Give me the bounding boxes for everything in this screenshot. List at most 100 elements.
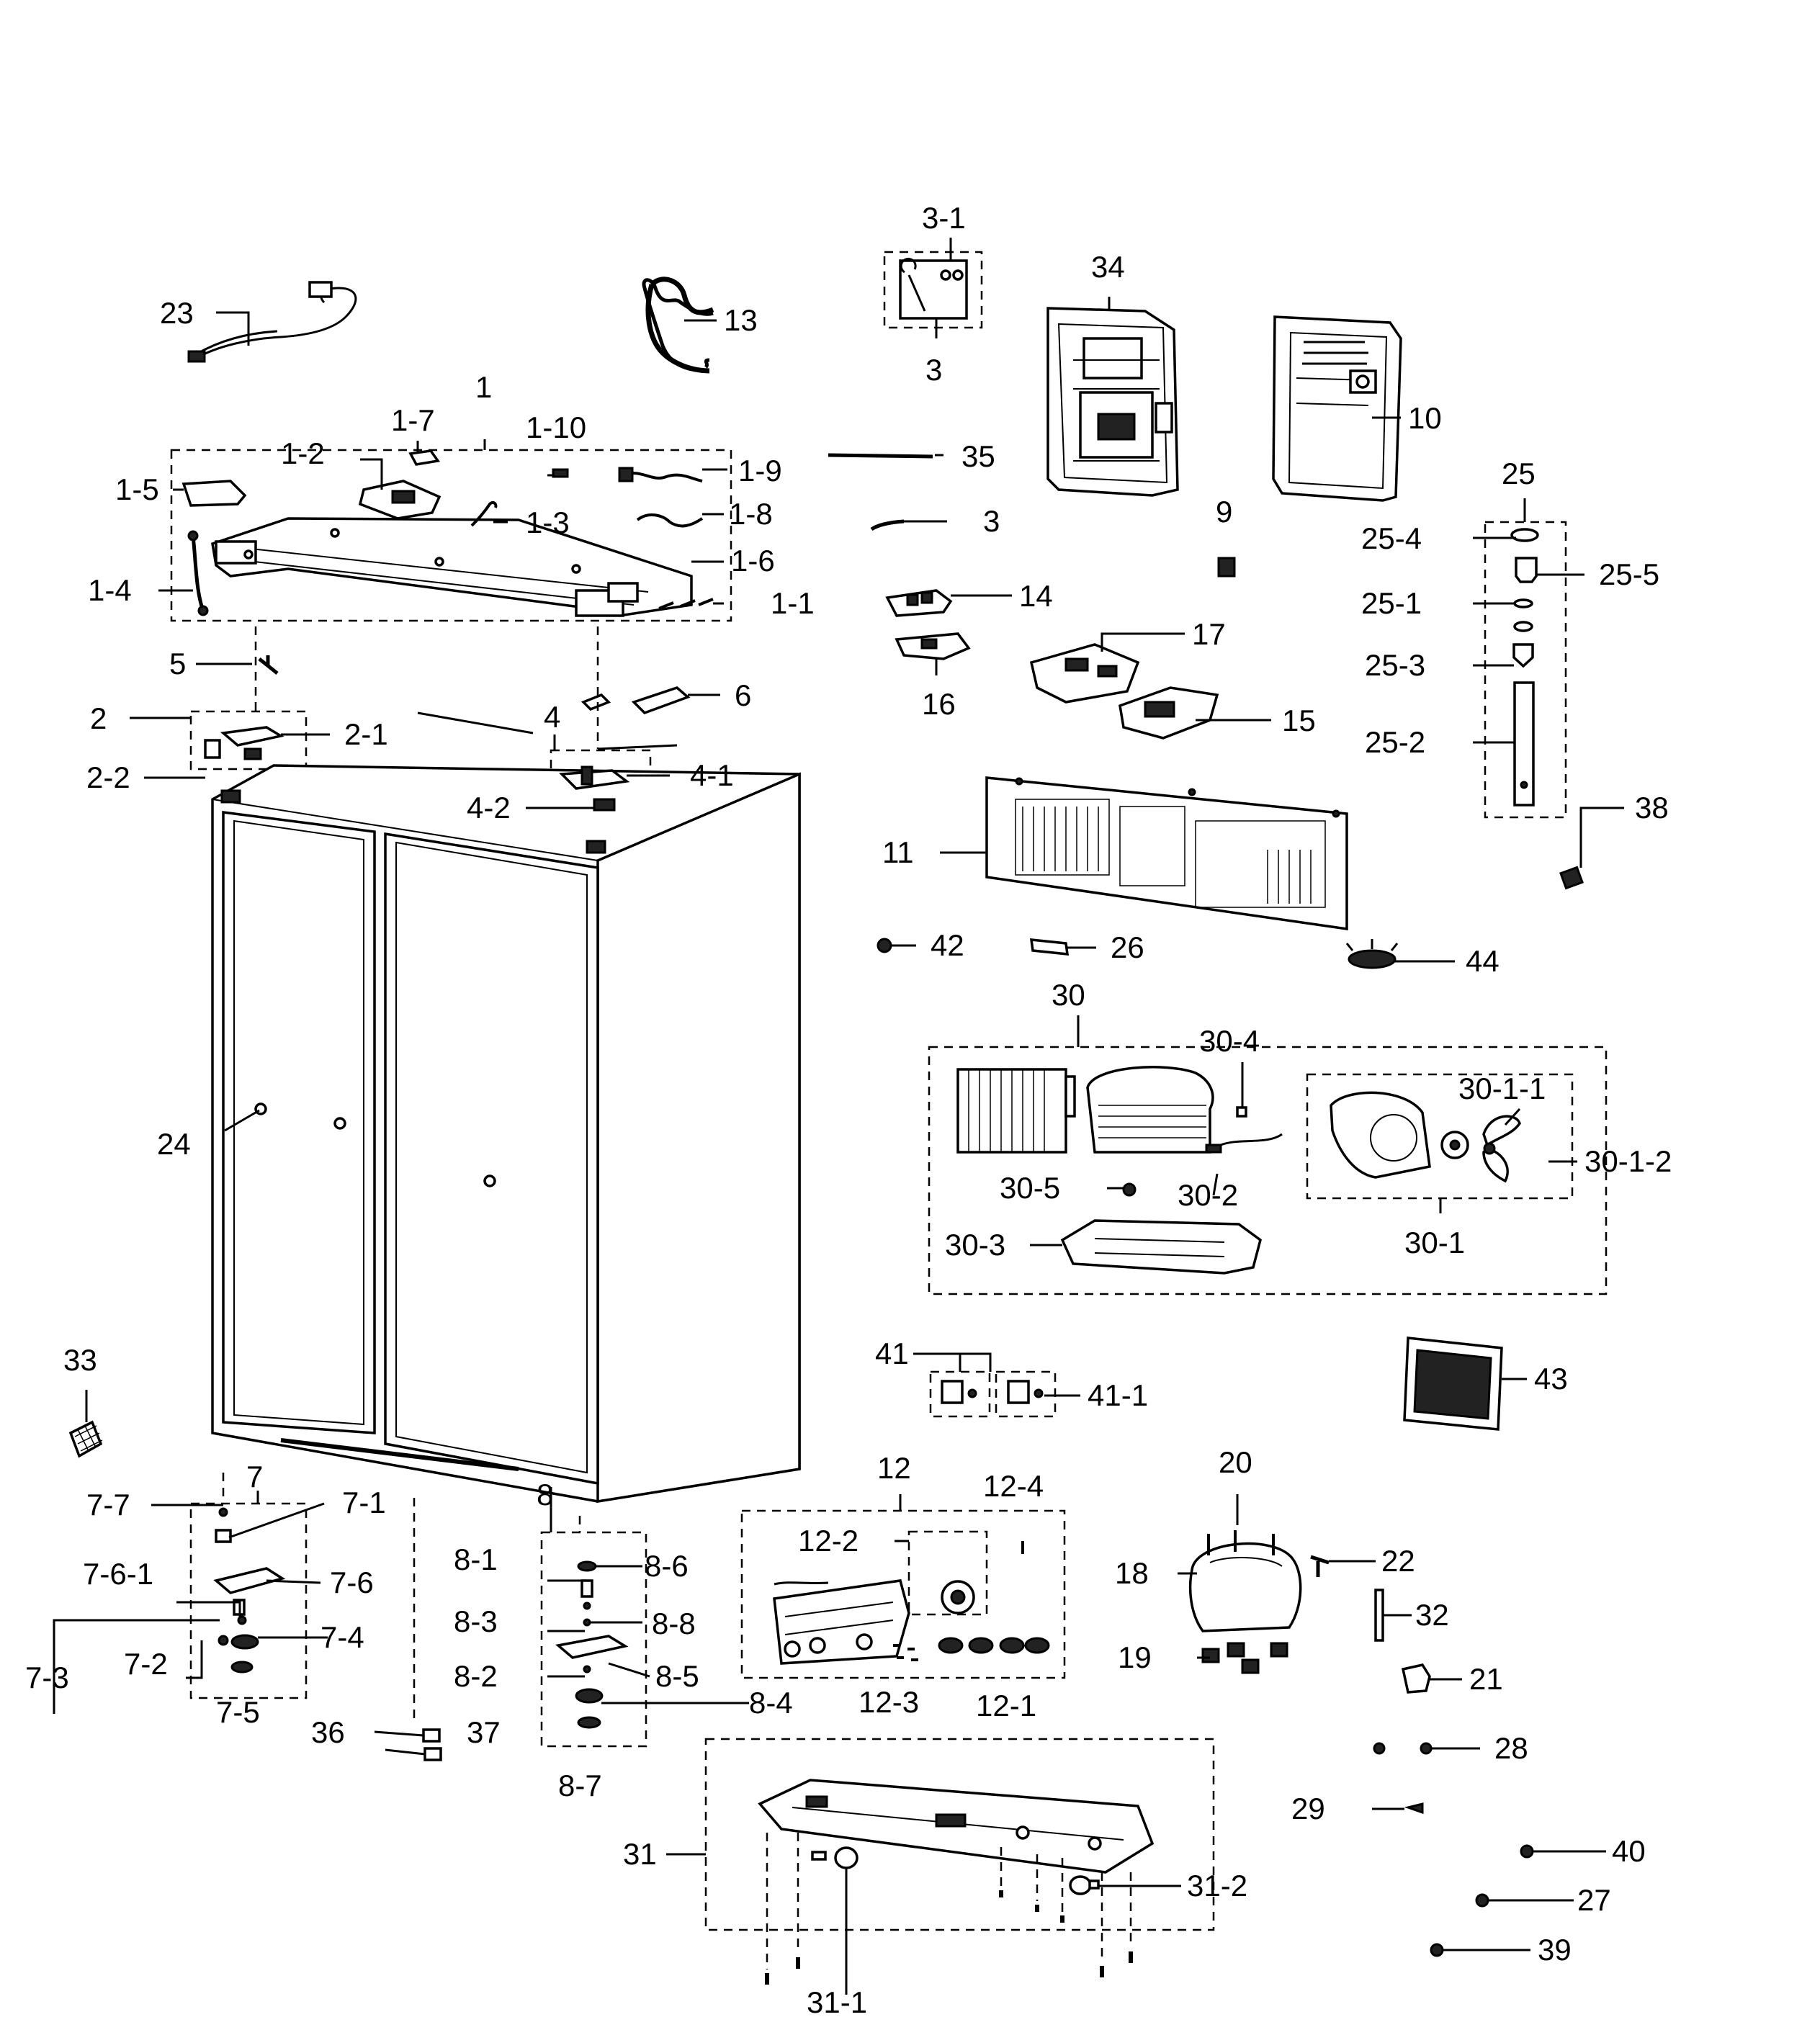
hinge-cover-icon [358,480,441,520]
relay-icon [941,1380,1044,1404]
label-31: 31 [623,1837,657,1871]
cover-panel-icon [985,776,1348,931]
label-25-2: 25-2 [1365,725,1425,759]
grommets-icon [1373,1742,1433,1755]
part-labels: 23 13 3-1 3 34 10 1 1-7 1-10 1-9 35 1-2 … [25,201,1672,2017]
compressor-grommets-icon [1201,1642,1288,1674]
sensor-wire-icon [191,535,205,611]
control-board-icon [1029,643,1140,704]
part-drawings [68,257,1584,1985]
label-1-6: 1-6 [731,544,775,578]
fan-blade-icon [1482,1115,1521,1183]
label-25-5: 25-5 [1599,557,1659,591]
label-1-4: 1-4 [88,573,132,607]
label-25-3: 25-3 [1365,648,1425,682]
label-1-5: 1-5 [115,472,159,506]
label-9: 9 [1216,495,1232,529]
label-7-3: 7-3 [25,1661,69,1694]
grille-icon [1403,1337,1503,1431]
group-box-41a [929,1370,991,1418]
label-20: 20 [1219,1445,1252,1479]
label-36: 36 [311,1715,345,1749]
small-plate-icon [408,449,441,466]
filter-assembly-icon [1510,528,1539,807]
alignment-lines [222,626,599,1725]
sensor-plug-icon [1029,938,1070,956]
fastener-27-icon [1475,1893,1489,1908]
label-3-1: 3-1 [922,201,966,235]
base-screws-icon [765,1890,1133,1985]
small-sensor-icon [1236,1106,1247,1118]
label-39: 39 [1538,1933,1572,1967]
lower-hinge-left-icon [213,1507,286,1674]
label-8-5: 8-5 [655,1659,699,1693]
condenser-icon [956,1068,1076,1154]
label-8-4: 8-4 [749,1686,793,1720]
power-cord-icon [187,281,357,363]
label-1-3: 1-3 [526,506,570,539]
compressor-icon [1188,1530,1302,1632]
label-25: 25 [1502,457,1536,490]
valve-caps-icon [938,1637,1050,1654]
leveling-feet-icon [374,1728,442,1761]
label-26: 26 [1111,930,1144,964]
label-41-1: 41-1 [1088,1378,1148,1412]
label-14: 14 [1019,579,1053,613]
label-1-10: 1-10 [526,410,586,444]
label-30-2: 30-2 [1178,1178,1238,1212]
label-10: 10 [1408,401,1442,435]
label-8-3: 8-3 [454,1604,498,1638]
label-30-4: 30-4 [1199,1024,1260,1058]
grommet-icon [877,938,892,953]
clip-icon [552,468,569,478]
connector-fitting-icon [1559,866,1584,890]
lever-plate-icon [895,632,971,660]
label-25-1: 25-1 [1361,586,1422,620]
label-31-2: 31-2 [1187,1869,1247,1903]
label-27: 27 [1577,1883,1611,1917]
label-16: 16 [922,687,956,721]
label-25-4: 25-4 [1361,521,1422,555]
clip-3-icon [1404,1802,1424,1815]
label-3-top: 3 [925,353,942,387]
label-1-8: 1-8 [729,497,773,531]
grommet-2-icon [1122,1182,1137,1197]
bracket-plate-icon [181,480,247,507]
label-18: 18 [1115,1556,1149,1590]
label-4: 4 [544,700,560,734]
label-40: 40 [1612,1834,1646,1868]
group-box-25 [1484,521,1567,819]
group-box-30 [928,1046,1608,1295]
label-30-3: 30-3 [945,1228,1005,1262]
group-box-31 [704,1738,1215,1931]
label-34: 34 [1091,250,1125,284]
refrigerator-cabinet-icon [211,764,801,1504]
label-1-7: 1-7 [391,403,435,437]
label-4-1: 4-1 [690,758,734,792]
label-6: 6 [735,678,751,712]
switch-assembly-icon [885,589,953,617]
label-1: 1 [475,370,492,404]
fan-shroud-icon [1330,1091,1431,1179]
label-24: 24 [157,1127,191,1161]
label-7-6-1: 7-6-1 [83,1557,153,1591]
group-box-12-2 [907,1530,988,1616]
label-44: 44 [1466,944,1500,978]
label-2-1: 2-1 [344,717,388,751]
rod-icon [828,453,933,459]
label-7-2: 7-2 [124,1647,168,1681]
label-7: 7 [246,1460,263,1493]
label-30-1-1: 30-1-1 [1458,1072,1546,1105]
label-30: 30 [1052,978,1085,1012]
harness-2-icon [636,513,704,528]
label-41: 41 [875,1337,909,1370]
label-8-1: 8-1 [454,1542,498,1576]
wrench-bracket-icon [899,257,968,320]
label-37: 37 [467,1715,501,1749]
label-1-2: 1-2 [281,436,325,470]
screws-icon [658,598,714,610]
label-17: 17 [1192,617,1226,651]
clip-2-icon [1310,1555,1330,1577]
label-8-6: 8-6 [645,1549,689,1583]
